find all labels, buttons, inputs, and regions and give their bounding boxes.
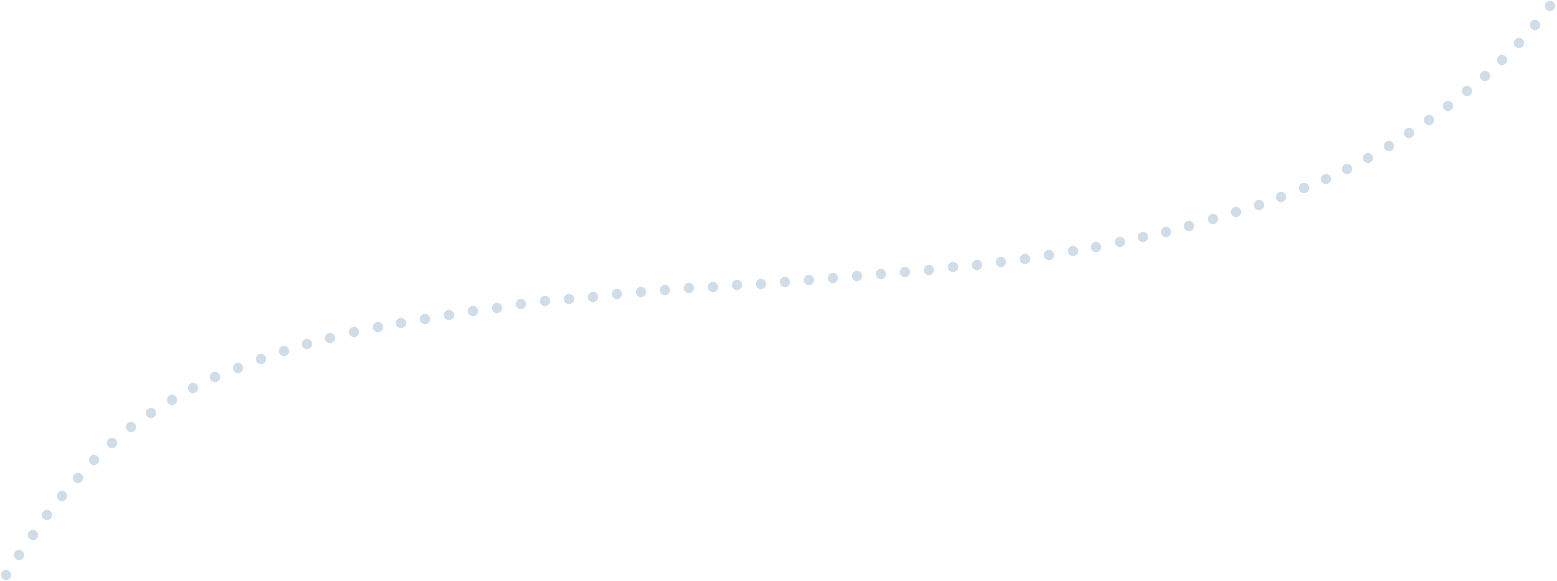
curve-dot [1461,85,1473,97]
curve-dot [659,284,671,296]
curve-dot [1423,114,1435,126]
curve-dot [1043,249,1055,261]
curve-dot [731,279,743,291]
curve-dot [1090,241,1102,253]
curve-dot [1479,70,1491,82]
curve-dot [971,259,983,271]
curve-dot [1275,191,1287,203]
curve-dot [1160,226,1172,238]
curve-dot [899,266,911,278]
curve-dot [324,332,336,344]
curve-dot [301,338,313,350]
curve-dot [1298,182,1310,194]
curve-dot [539,295,551,307]
curve-dot [1067,245,1079,257]
curve-dot [1019,253,1031,265]
curve-dot [851,270,863,282]
curve-dot [1114,236,1126,248]
curve-dot [1442,100,1454,112]
curve-dot [1137,231,1149,243]
curve-dot [1207,213,1219,225]
curve-dot [232,362,244,374]
curve-dot [372,321,384,333]
curve-dot [1403,127,1415,139]
curve-dot [395,317,407,329]
curve-dot [515,298,527,310]
curve-dot [443,309,455,321]
curve-dot [1320,173,1332,185]
curve-dot [587,291,599,303]
curve-dot [1183,220,1195,232]
curve-dot [1341,163,1353,175]
curve-dot [187,382,199,394]
curve-dot [1496,54,1508,66]
curve-dot [278,345,290,357]
curve-dot [13,549,25,561]
curve-dot [41,509,53,521]
curve-dot [166,394,178,406]
curve-dot [1513,37,1525,49]
curve-dot [707,281,719,293]
curve-dot [467,305,479,317]
curve-dot [947,261,959,273]
curve-dot [1230,206,1242,218]
curve-dot [88,454,100,466]
curve-dot [145,407,157,419]
curve-dot [0,569,12,581]
curve-dot [755,278,767,290]
curve-dot [827,272,839,284]
curve-dot [875,268,887,280]
curve-dot [1529,19,1541,31]
curve-dot [209,371,221,383]
curve-dot [106,437,118,449]
curve-dot [1362,152,1374,164]
curve-dot [491,302,503,314]
curve-dot [1253,199,1265,211]
curve-dot [348,326,360,338]
curve-dot [779,276,791,288]
curve-dot [563,293,575,305]
curve-dot [1544,0,1556,12]
curve-dot [27,529,39,541]
curve-dot [683,282,695,294]
curve-dot [125,421,137,433]
curve-dot [255,353,267,365]
curve-dot [803,274,815,286]
curve-dot [56,490,68,502]
curve-dot [611,288,623,300]
curve-dot [72,472,84,484]
curve-dot [923,264,935,276]
curve-dot [635,286,647,298]
curve-dot [1383,140,1395,152]
curve-dot [419,313,431,325]
curve-dot [995,256,1007,268]
